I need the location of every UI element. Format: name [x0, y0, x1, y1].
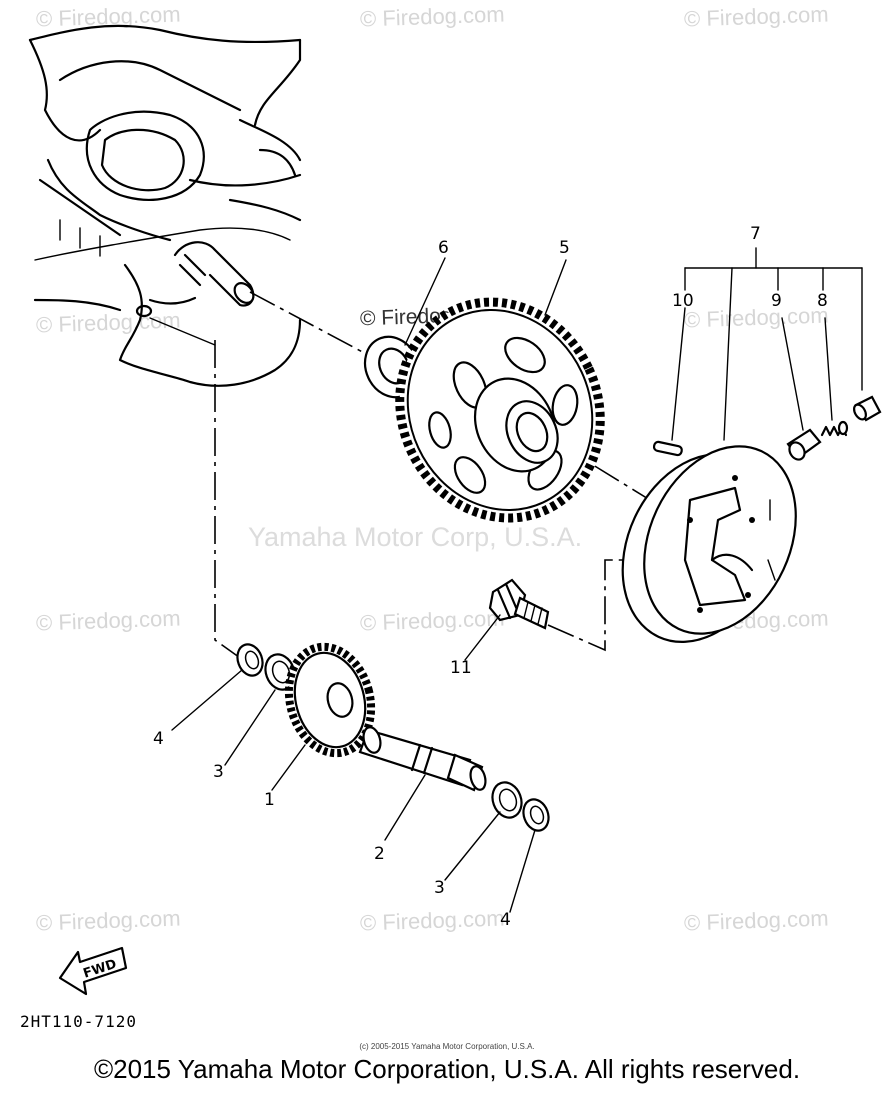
diagram-part-code: 2HT110-7120: [20, 1012, 137, 1031]
part-11-bolt: [488, 578, 550, 630]
part-7-clutch-housing: [621, 445, 797, 643]
part-5-large-gear: [395, 297, 605, 523]
part-7-bracket: [671, 247, 863, 441]
part-2-shaft: [358, 726, 487, 792]
callout-4: 4: [153, 729, 164, 749]
callout-1: 1: [264, 790, 275, 810]
callout-5: 5: [559, 238, 570, 258]
crankcase-outline: [28, 24, 302, 387]
fine-print: (c) 2005-2015 Yamaha Motor Corporation, …: [359, 1042, 535, 1051]
center-watermark: Yamaha Motor Corp, U.S.A.: [248, 522, 583, 552]
callout-3-lower: 3: [434, 878, 445, 898]
copyright-notice: ©2015 Yamaha Motor Corporation, U.S.A. A…: [93, 1054, 801, 1084]
part-10-pin: [652, 440, 683, 457]
callout-11: 11: [450, 658, 472, 678]
part-4-circlip: [236, 643, 264, 677]
callout-7: 7: [750, 224, 761, 244]
fwd-arrow: FWD: [58, 946, 128, 996]
part-9-roller: [786, 428, 822, 461]
part-4-circlip-lower: [522, 798, 550, 832]
callout-10: 10: [672, 291, 694, 311]
callout-6: 6: [438, 238, 449, 258]
callout-9: 9: [771, 291, 782, 311]
callout-leaders: [171, 257, 567, 913]
part-7-cap: [853, 395, 882, 422]
callout-4-lower: 4: [500, 910, 511, 930]
crankcase-shaft-stub: [135, 241, 255, 318]
callout-2: 2: [374, 844, 385, 864]
part-3-washer-lower: [491, 781, 523, 819]
callout-8: 8: [817, 291, 828, 311]
part-1-small-gear: [284, 642, 376, 758]
callout-3: 3: [213, 762, 224, 782]
part-8-spring: [820, 420, 849, 437]
